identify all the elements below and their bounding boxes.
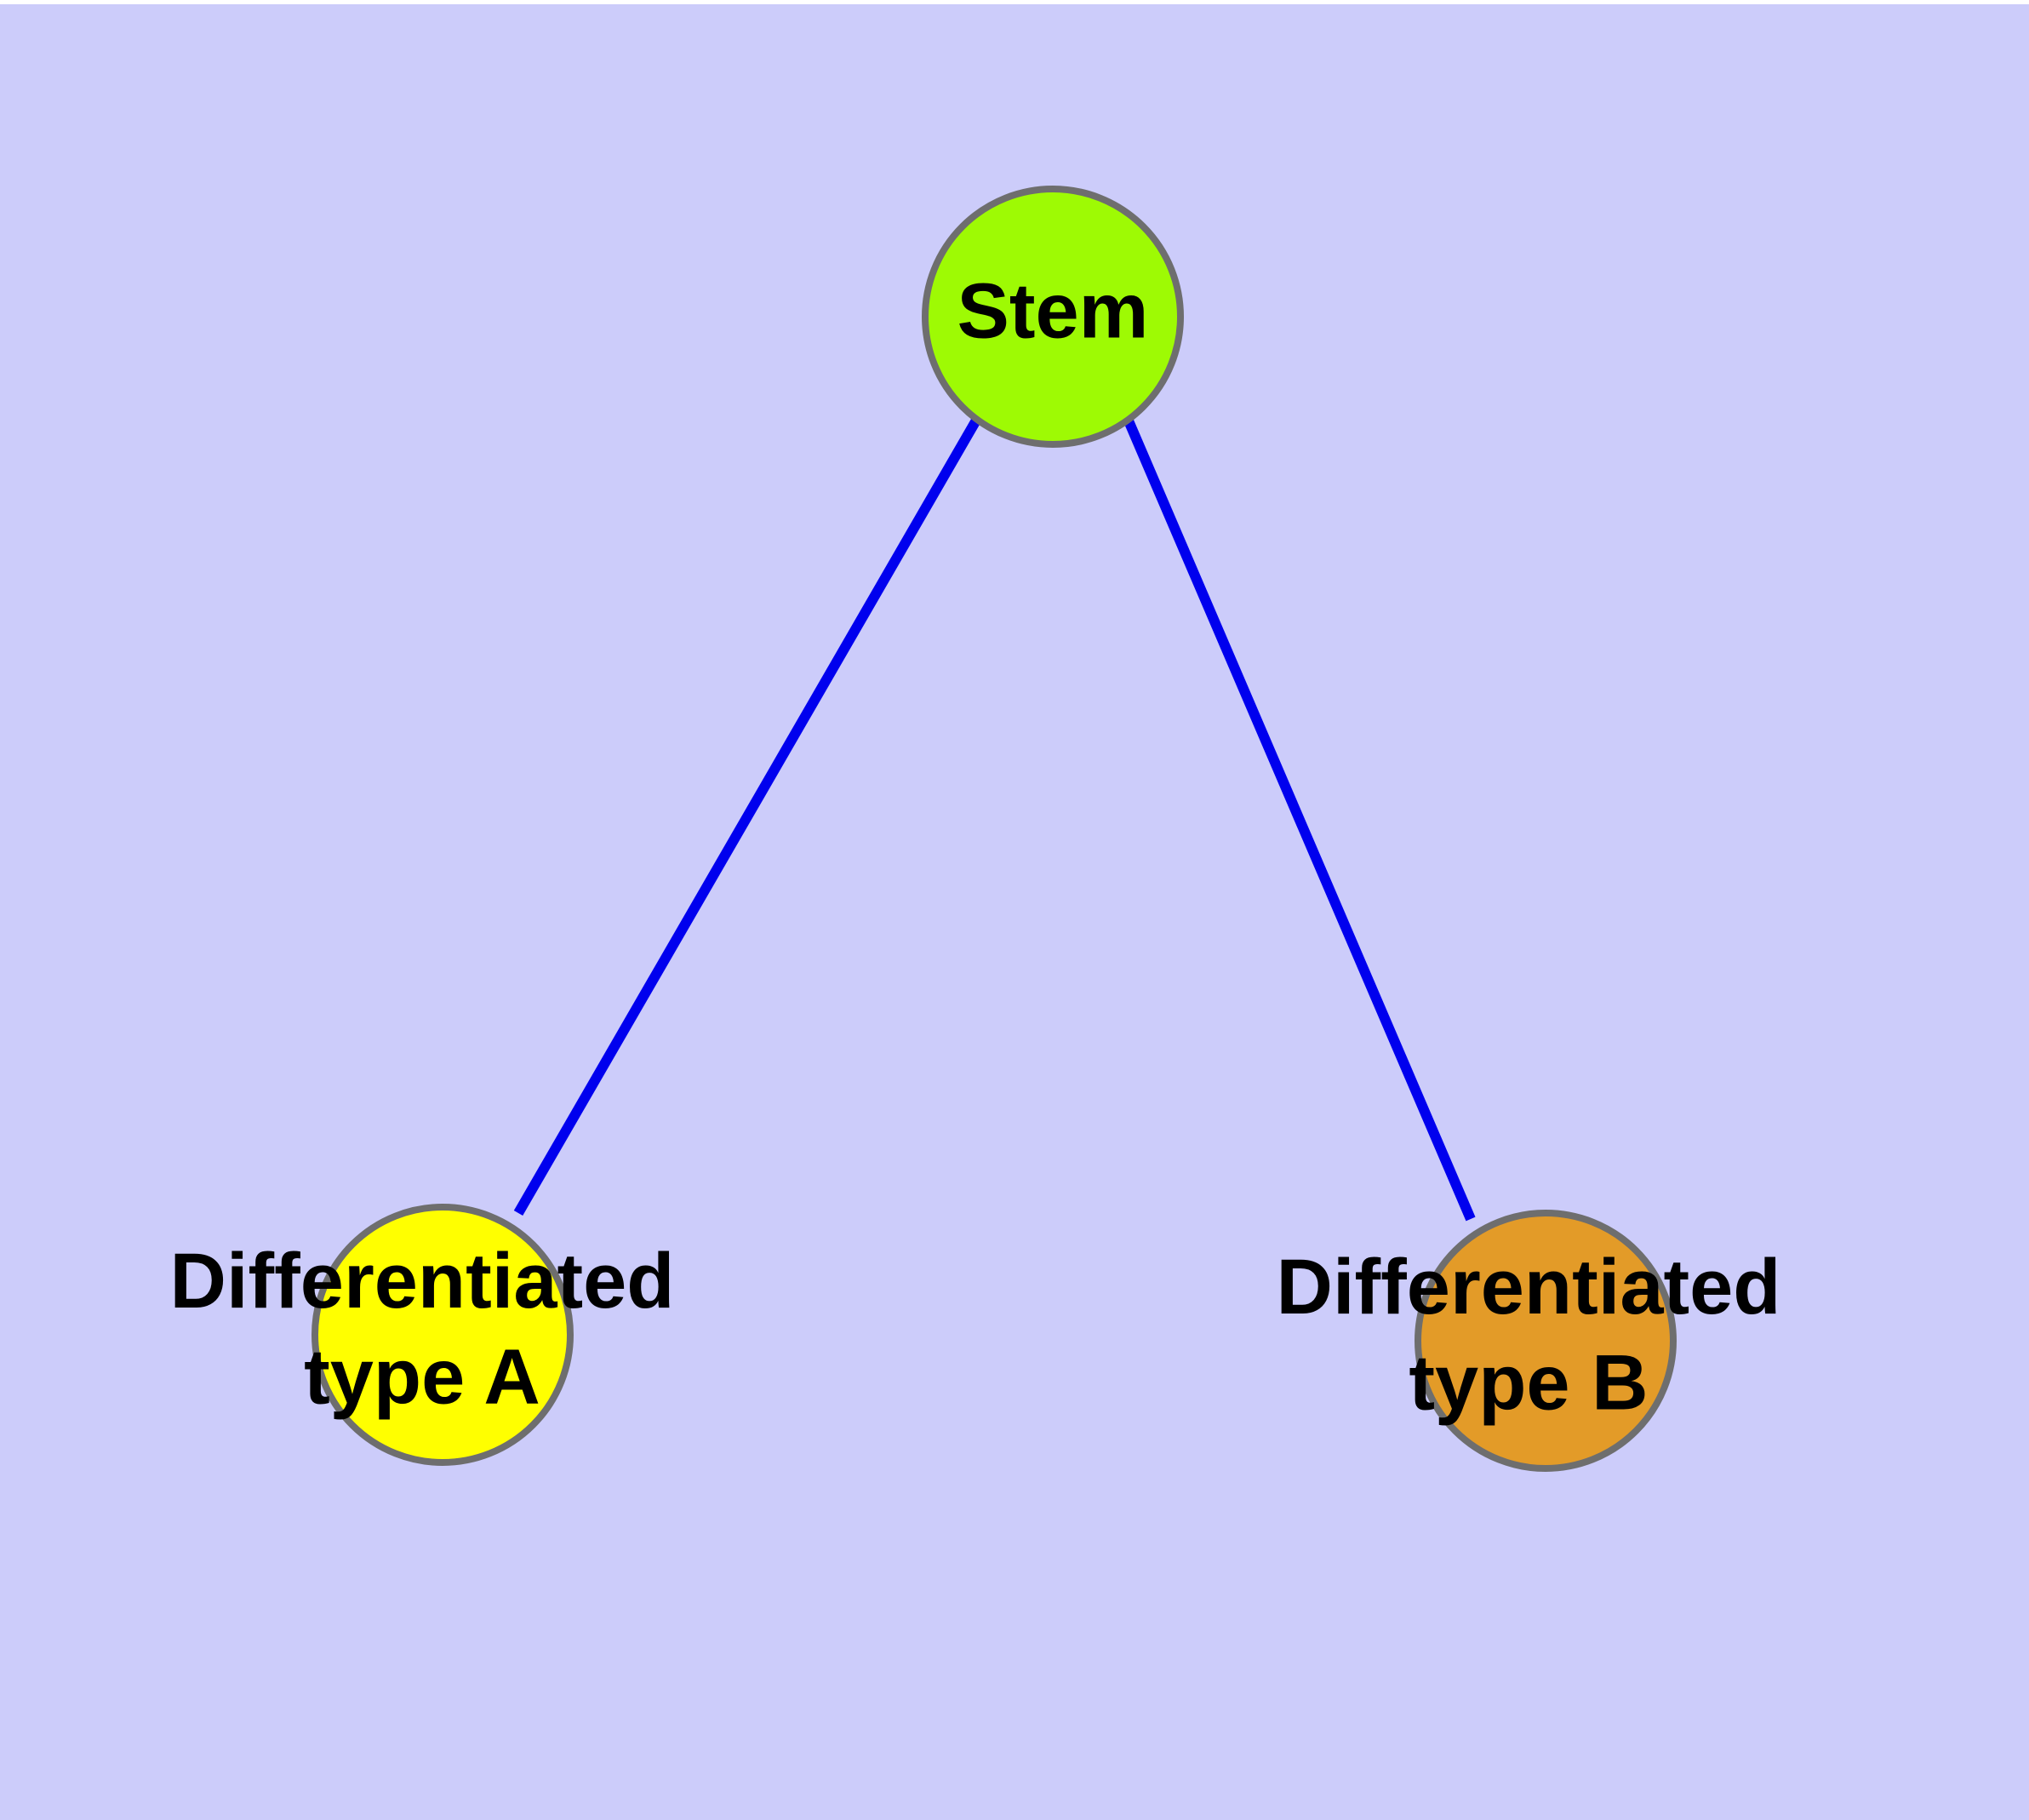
node-differentiated-a-circle[interactable] [311, 1204, 574, 1466]
node-stem[interactable]: Stem [922, 186, 1184, 448]
edge-stem-to-differentiated-b[interactable] [1123, 416, 1476, 1222]
node-differentiated-b-circle[interactable] [1415, 1210, 1677, 1472]
node-labels-layer: Differentiated type A Differentiated typ… [170, 1238, 1781, 1426]
node-differentiated-a-label-line2: type A [304, 1333, 540, 1420]
edges-layer [513, 415, 1476, 1222]
node-differentiated-a[interactable] [311, 1204, 574, 1466]
node-stem-label: Stem [957, 267, 1149, 354]
node-differentiated-b-label-line1: Differentiated [1277, 1244, 1781, 1331]
nodes-layer: Stem [311, 186, 1677, 1472]
node-stem-circle[interactable] [922, 186, 1184, 448]
node-differentiated-a-label-line1: Differentiated [170, 1238, 675, 1325]
node-differentiated-b-label-line2: type B [1409, 1339, 1648, 1426]
edge-stem-to-differentiated-a[interactable] [513, 415, 982, 1216]
node-differentiated-b[interactable] [1415, 1210, 1677, 1472]
